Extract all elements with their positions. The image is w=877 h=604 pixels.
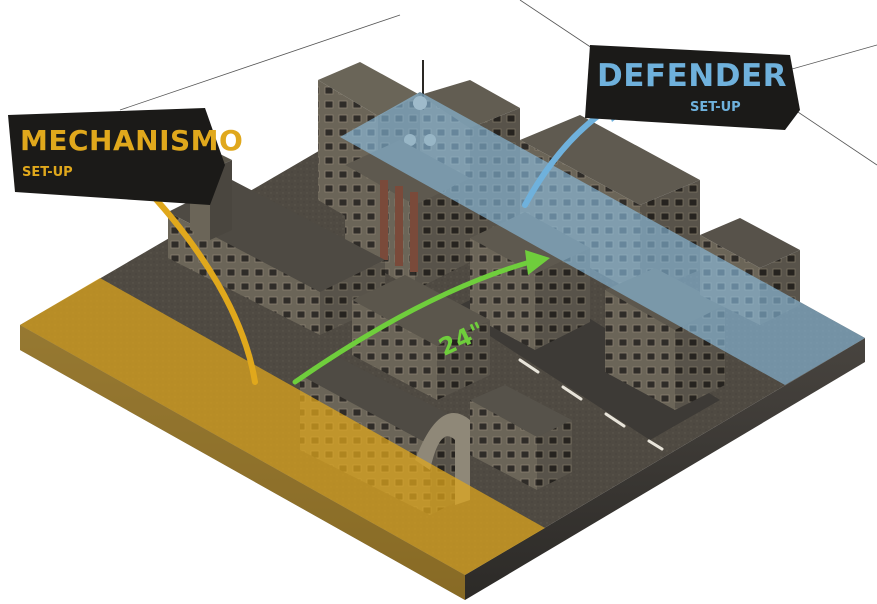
mechanismo-subtitle: SET-UP <box>22 165 73 180</box>
defender-label-plate: DEFENDER SET-UP <box>585 45 800 130</box>
defender-zone <box>340 92 865 385</box>
mechanismo-zone <box>20 278 545 575</box>
mechanismo-zone-side <box>20 325 465 600</box>
building-factory <box>168 150 385 335</box>
defender-title: DEFENDER <box>597 58 787 94</box>
building-shop <box>470 385 572 490</box>
defender-subtitle: SET-UP <box>690 100 741 115</box>
building-front <box>352 275 490 400</box>
mechanismo-label-plate: MECHANISMO SET-UP <box>8 108 243 205</box>
distance-arrow <box>292 250 550 385</box>
mechanismo-title: MECHANISMO <box>20 124 243 157</box>
